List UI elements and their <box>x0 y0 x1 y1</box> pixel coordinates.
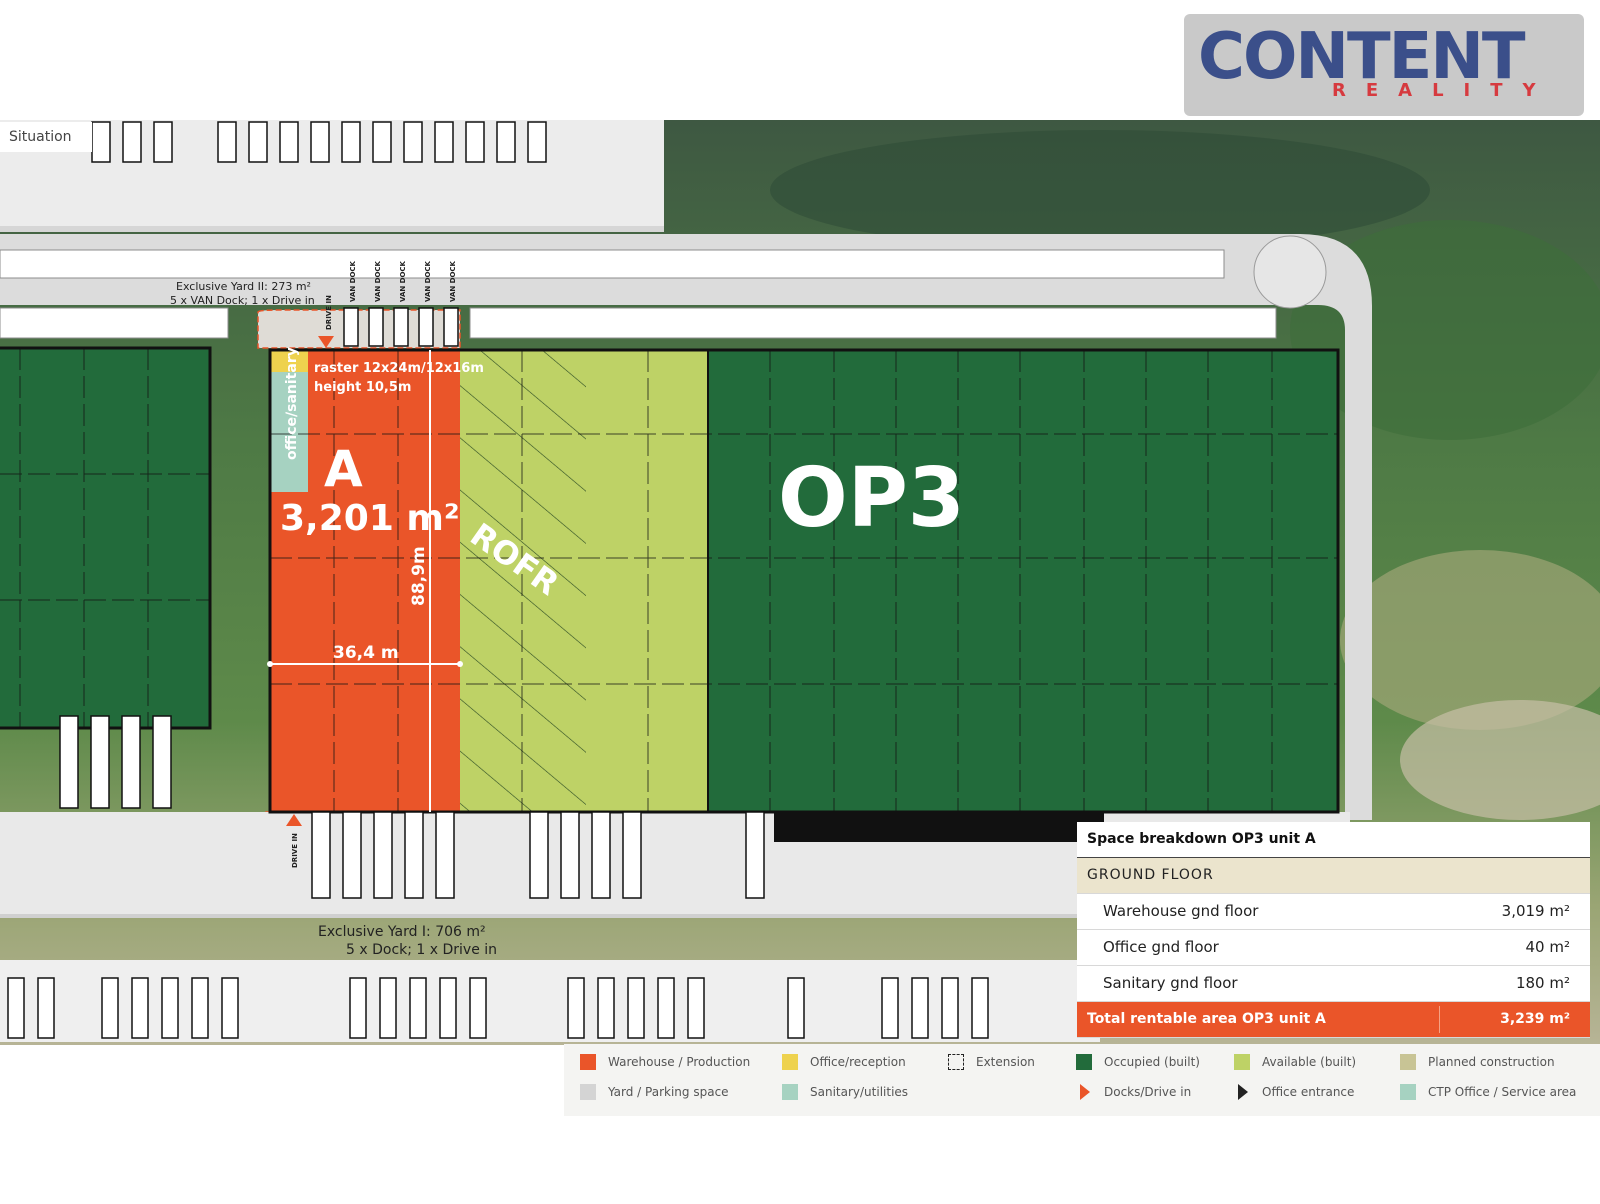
dock-doors-top <box>91 121 547 347</box>
available-built-area <box>586 350 708 812</box>
legend-swatch <box>782 1054 798 1070</box>
unit-a-office <box>270 350 308 372</box>
legend-label: Warehouse / Production <box>608 1055 751 1069</box>
breakdown-total-value: 3,239 m² <box>1500 1011 1570 1027</box>
loading-docks-op3 <box>774 812 1104 842</box>
breakdown-row: Warehouse gnd floor 3,019 m² <box>1077 894 1590 930</box>
legend-swatch <box>1076 1054 1092 1070</box>
breakdown-row-value: 40 m² <box>1525 938 1570 956</box>
breakdown-title: Space breakdown OP3 unit A <box>1077 822 1590 858</box>
legend-swatch <box>1234 1054 1250 1070</box>
breakdown-row-label: Warehouse gnd floor <box>1103 902 1259 920</box>
van-dock-label: VAN DOCK <box>374 260 382 302</box>
van-dock-label: VAN DOCK <box>424 260 432 302</box>
legend-label: Yard / Parking space <box>608 1085 729 1099</box>
legend-swatch <box>1400 1084 1416 1100</box>
company-logo: CONTENT REALITY <box>1184 14 1584 116</box>
legend-swatch <box>1080 1084 1090 1100</box>
legend-swatch <box>580 1084 596 1100</box>
rofr-area <box>460 350 586 812</box>
office-strip-label: office/sanitary <box>284 347 300 460</box>
legend-label: Docks/Drive in <box>1104 1085 1192 1099</box>
breakdown-row-label: Sanitary gnd floor <box>1103 974 1238 992</box>
legend-label: Office entrance <box>1262 1085 1355 1099</box>
legend-label: CTP Office / Service area <box>1428 1085 1577 1099</box>
access-road <box>0 234 1372 820</box>
unit-area: 3,201 m² <box>280 498 460 539</box>
legend-label: Office/reception <box>810 1055 906 1069</box>
yard-top-line-1: Exclusive Yard II: 273 m² <box>176 280 311 293</box>
dimension-width: 36,4 m <box>333 643 399 663</box>
legend-label: Sanitary/utilities <box>810 1085 909 1099</box>
space-breakdown-table: Space breakdown OP3 unit A GROUND FLOOR … <box>1077 822 1590 1038</box>
legend-swatch <box>1400 1054 1416 1070</box>
unit-label: A <box>324 440 363 498</box>
breakdown-row: Office gnd floor 40 m² <box>1077 930 1590 966</box>
legend-label: Extension <box>976 1055 1035 1069</box>
van-dock-label: VAN DOCK <box>349 260 357 302</box>
breakdown-row: Sanitary gnd floor 180 m² <box>1077 966 1590 1002</box>
exclusive-yard-top <box>257 309 461 349</box>
raster-label: raster 12x24m/12x16m <box>314 361 484 376</box>
yard-top-line-2: 5 x VAN Dock; 1 x Drive in <box>170 294 315 307</box>
legend-label: Available (built) <box>1262 1055 1357 1069</box>
height-label: height 10,5m <box>314 380 411 395</box>
breakdown-section: GROUND FLOOR <box>1077 858 1590 894</box>
logo-wordmark: CONTENT <box>1198 20 1526 94</box>
yard-bottom-line-1: Exclusive Yard I: 706 m² <box>318 924 486 940</box>
logo-subtitle: REALITY <box>1332 80 1556 101</box>
parking-row-bottom <box>7 977 989 1039</box>
legend-label: Occupied (built) <box>1104 1055 1200 1069</box>
legend-swatch <box>580 1054 596 1070</box>
dock-doors-bottom <box>59 715 765 899</box>
breakdown-total-row: Total rentable area OP3 unit A 3,239 m² <box>1077 1002 1590 1038</box>
parking-row-top <box>0 249 1225 279</box>
building-label: OP3 <box>778 451 965 546</box>
building-op3 <box>708 350 1338 812</box>
breakdown-total-label: Total rentable area OP3 unit A <box>1087 1011 1326 1027</box>
legend: Warehouse / Production Office/reception … <box>564 1044 1600 1116</box>
legend-swatch <box>782 1084 798 1100</box>
legend-label: Planned construction <box>1428 1055 1555 1069</box>
legend-swatch <box>1238 1084 1248 1100</box>
yard-bottom-line-2: 5 x Dock; 1 x Drive in <box>346 942 497 958</box>
unit-a-sanitary <box>270 372 308 492</box>
drive-in-label-bottom: DRIVE IN <box>291 833 299 868</box>
breakdown-row-value: 180 m² <box>1515 974 1570 992</box>
breakdown-row-label: Office gnd floor <box>1103 938 1219 956</box>
legend-swatch <box>948 1054 964 1070</box>
van-dock-label: VAN DOCK <box>399 260 407 302</box>
dimension-length: 88,9m <box>409 546 429 606</box>
drive-in-label-top: DRIVE IN <box>325 295 333 330</box>
drive-in-arrow-bottom <box>286 814 302 826</box>
drive-in-arrow-top <box>318 336 334 348</box>
building-left <box>0 346 212 730</box>
situation-label: Situation <box>0 122 92 152</box>
breakdown-row-value: 3,019 m² <box>1501 902 1570 920</box>
van-dock-label: VAN DOCK <box>449 260 457 302</box>
